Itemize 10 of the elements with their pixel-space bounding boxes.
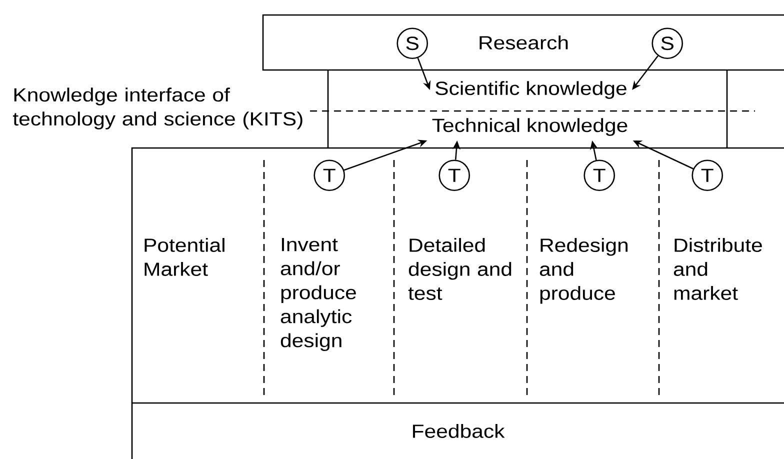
step-text: Invent and/or produce analytic design bbox=[280, 238, 356, 352]
step-text: Detailed design and test bbox=[408, 238, 512, 300]
step-text: Distribute and market bbox=[674, 238, 762, 300]
step-text: Redesign and produce bbox=[540, 238, 628, 304]
kits-label: Knowledge interface of technology and science (KITS) bbox=[12, 88, 302, 130]
band-text: Scientific knowledge bbox=[436, 81, 626, 99]
feedback-box: Feedback bbox=[131, 402, 784, 459]
process-box bbox=[131, 147, 784, 403]
step-text: Potential Market bbox=[144, 238, 224, 276]
band-text: Technical knowledge bbox=[432, 118, 628, 136]
